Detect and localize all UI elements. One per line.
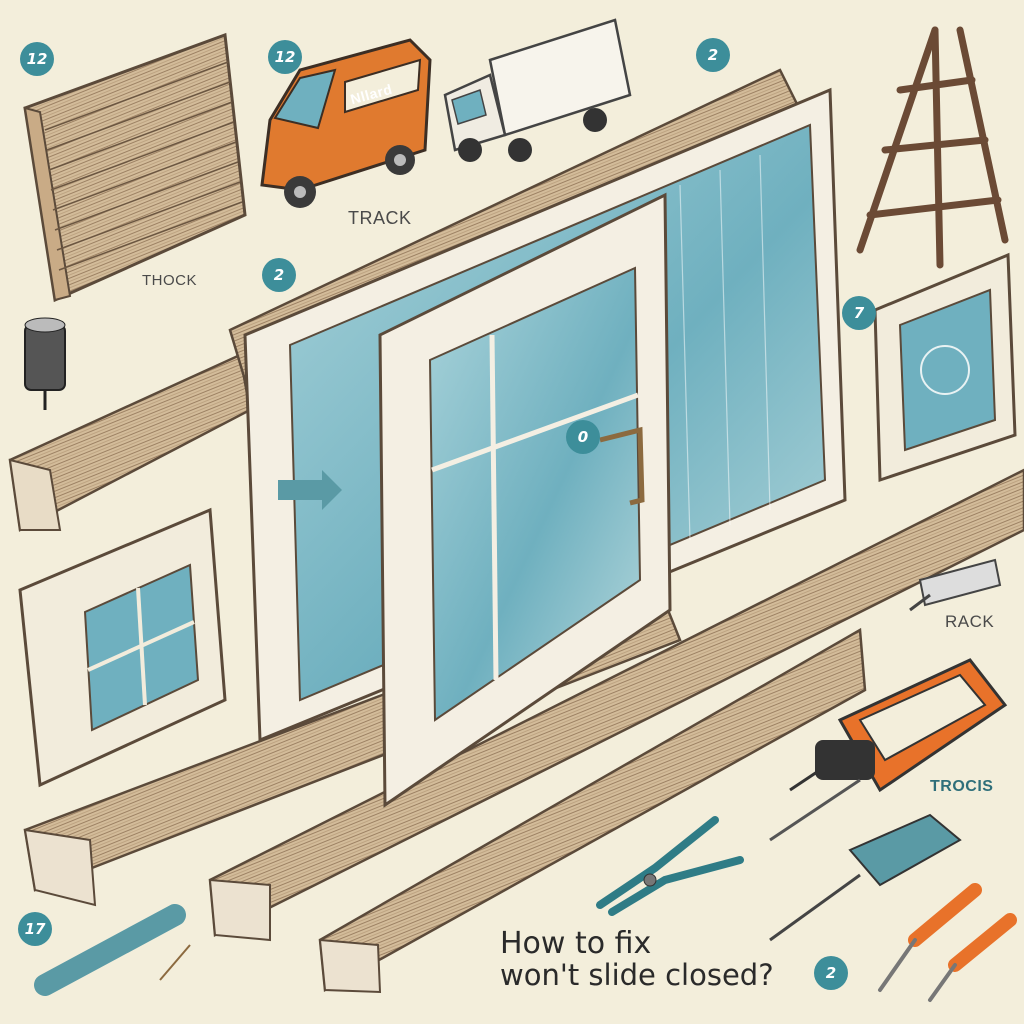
direction-arrow [278, 470, 342, 510]
step-badge: 2 [814, 956, 848, 990]
track-label: TRACK [348, 208, 412, 228]
pliers [596, 816, 744, 916]
box-truck [443, 18, 632, 162]
step-badge: 12 [268, 40, 302, 74]
bracket-part [909, 558, 1002, 612]
multimeter-tool [769, 658, 1008, 842]
small-window-left [18, 507, 227, 788]
caption-line-1: How to fix [500, 926, 652, 961]
step-badge: 17 [18, 912, 52, 946]
step-badge: 2 [696, 38, 730, 72]
step-badge: 0 [566, 420, 600, 454]
marker-pen [34, 904, 191, 996]
small-window-right [873, 252, 1017, 483]
step-badge: 7 [842, 296, 876, 330]
step-badge: 12 [20, 42, 54, 76]
sliding-sash [378, 192, 672, 808]
rack-label: RACK [945, 612, 995, 631]
teal-rollers [769, 813, 962, 942]
spool [24, 317, 66, 410]
caption: How to fix won't slide closed? [500, 928, 774, 990]
step-ladder [856, 26, 1009, 269]
thock-label: THOCK [142, 272, 197, 289]
step-badge: 2 [262, 258, 296, 292]
orange-van [260, 38, 432, 208]
caption-line-2: won't slide closed? [500, 957, 774, 992]
trocis-label: TROCIS [930, 778, 994, 795]
blinds-panel [23, 32, 247, 303]
screwdrivers [878, 883, 1017, 1002]
